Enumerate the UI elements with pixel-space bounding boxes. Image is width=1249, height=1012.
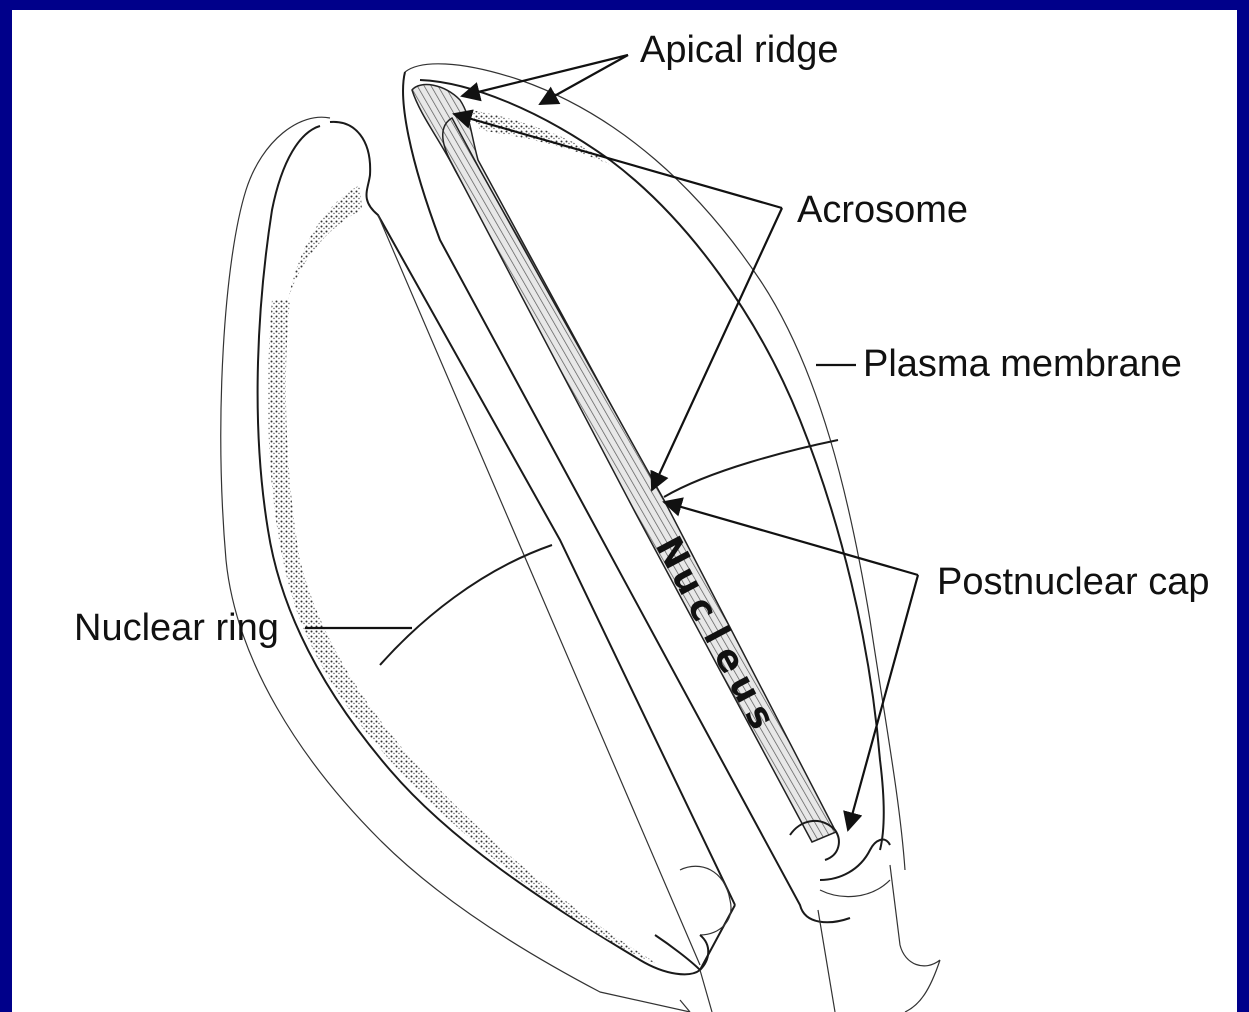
apical-ridge-shading [470,110,610,165]
tail-outline [818,865,940,1012]
acrosome-arrow-2 [652,208,782,490]
left-shading [288,185,362,300]
apical-ridge-arrow-2 [540,55,628,104]
nucleus-label: N u c l e u s [647,530,782,736]
labels: Apical ridge Acrosome Plasma membrane Po… [74,29,1210,649]
acrosome-arrow-1 [454,114,782,208]
nucleus-strip [443,118,836,842]
label-apical-ridge: Apical ridge [640,29,839,71]
left-nuclear-ring [380,545,552,665]
label-acrosome: Acrosome [797,189,968,231]
label-nuclear-ring: Nuclear ring [74,607,279,649]
label-postnuclear-cap: Postnuclear cap [937,561,1210,603]
left-cut-edge [330,122,735,905]
label-plasma-membrane: Plasma membrane [863,343,1182,385]
